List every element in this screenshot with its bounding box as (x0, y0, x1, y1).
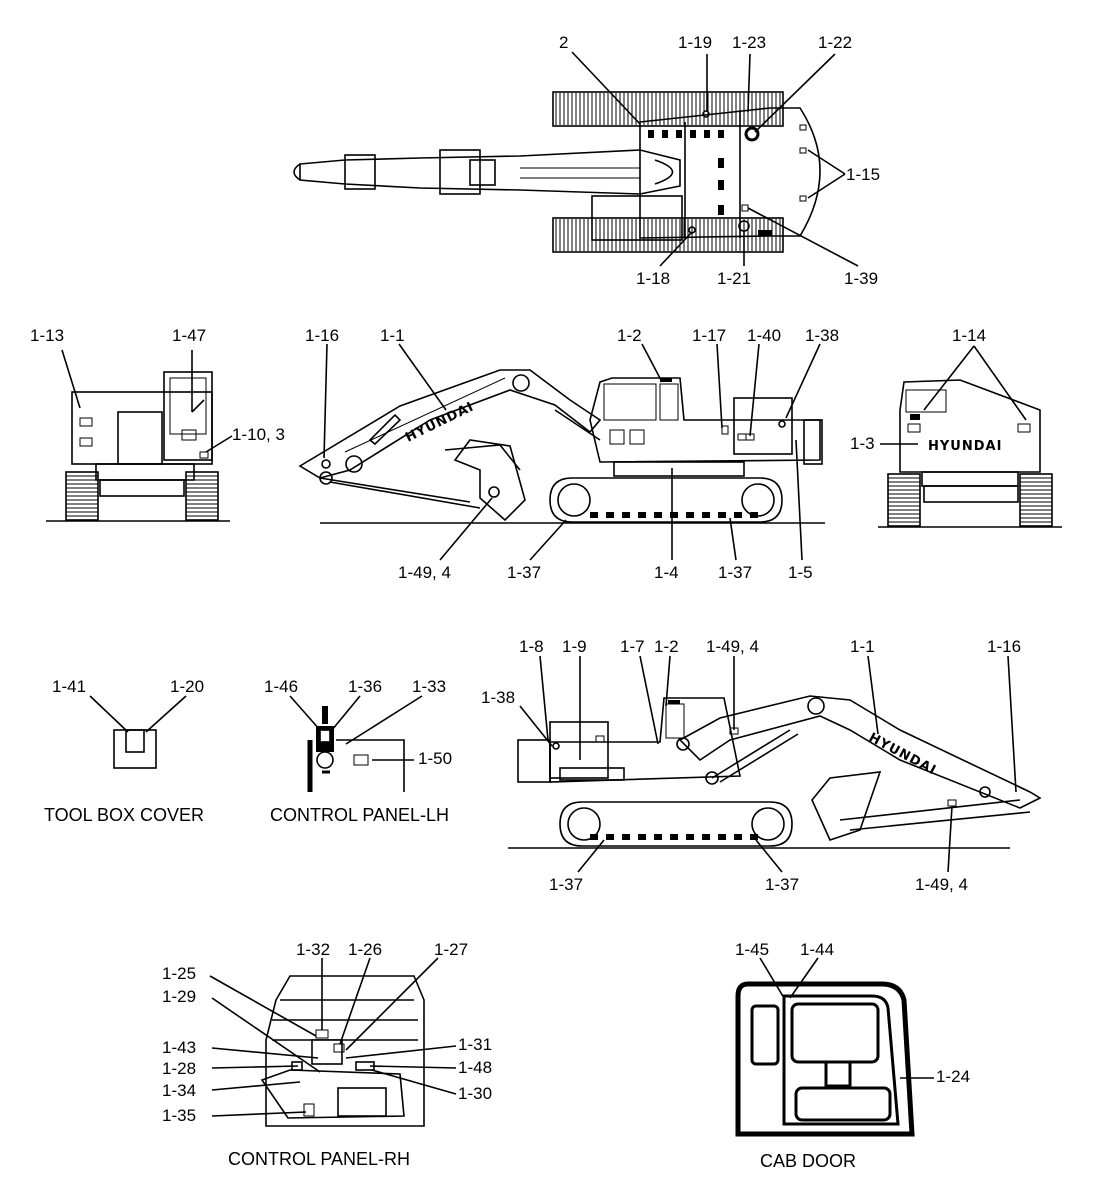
right-leaders (519, 655, 1017, 873)
callout-1-25: 1-25 (162, 964, 196, 983)
callout-1-20: 1-20 (170, 677, 204, 696)
callout-1-26: 1-26 (348, 940, 382, 959)
cab-door-detail: 1-45 1-44 1-24 CAB DOOR (735, 940, 970, 1171)
callout-1-31: 1-31 (458, 1035, 492, 1054)
callout-1-13: 1-13 (30, 326, 64, 345)
callout-1-37: 1-37 (549, 875, 583, 894)
top-leaders (571, 51, 859, 267)
rh-leaders (209, 957, 457, 1117)
callout-1-16: 1-16 (987, 637, 1021, 656)
front-view: 1-13 1-47 1-10, 3 (30, 326, 285, 522)
control-panel-lh-detail: 1-46 1-36 1-33 1-50 CONTROL PANEL-LH (264, 677, 452, 825)
callout-1-29: 1-29 (162, 987, 196, 1006)
side-view-right: HYUNDAI 1-8 1-9 1-7 1-2 1-49, 4 1-1 1-16… (481, 637, 1042, 894)
callout-1-37: 1-37 (507, 563, 541, 582)
callout-1-3: 1-3 (850, 434, 875, 453)
boom-side: HYUNDAI (298, 369, 602, 522)
callout-1-28: 1-28 (162, 1059, 196, 1078)
callout-1-22: 1-22 (818, 33, 852, 52)
top-view: 2 1-19 1-23 1-22 1-15 1-18 1-21 1-39 (293, 33, 880, 288)
callout-1-38: 1-38 (481, 688, 515, 707)
side-view-left: HYUNDAI 1-16 1-1 1-2 1-17 1-40 1-38 1-49… (298, 326, 839, 582)
boom-right-hyundai-lettering: HYUNDAI (866, 730, 939, 778)
callout-1-16: 1-16 (305, 326, 339, 345)
boom-side-right: HYUNDAI (676, 695, 1042, 841)
rear-view: HYUNDAI 1-14 1-3 (850, 326, 1062, 528)
callout-1-5: 1-5 (788, 563, 813, 582)
callout-1-49-4: 1-49, 4 (915, 875, 968, 894)
cab-door-caption: CAB DOOR (760, 1151, 856, 1171)
callout-1-14: 1-14 (952, 326, 986, 345)
control-panel-lh-caption: CONTROL PANEL-LH (270, 805, 449, 825)
callout-1-24: 1-24 (936, 1067, 970, 1086)
callout-1-1: 1-1 (380, 326, 405, 345)
callout-1-1: 1-1 (850, 637, 875, 656)
callout-1-35: 1-35 (162, 1106, 196, 1125)
callout-1-23: 1-23 (732, 33, 766, 52)
callout-1-18: 1-18 (636, 269, 670, 288)
callout-1-32: 1-32 (296, 940, 330, 959)
callout-1-21: 1-21 (717, 269, 751, 288)
upper-structure-side (589, 377, 823, 477)
upper-structure-top (591, 107, 821, 241)
callout-1-47: 1-47 (172, 326, 206, 345)
callout-2: 2 (559, 33, 568, 52)
callout-1-30: 1-30 (458, 1084, 492, 1103)
callout-1-50: 1-50 (418, 749, 452, 768)
control-panel-rh-caption: CONTROL PANEL-RH (228, 1149, 410, 1169)
boom-top (293, 149, 681, 195)
callout-1-17: 1-17 (692, 326, 726, 345)
callout-1-46: 1-46 (264, 677, 298, 696)
callout-1-49-4: 1-49, 4 (706, 637, 759, 656)
tool-box-cover-detail: 1-41 1-20 TOOL BOX COVER (44, 677, 204, 825)
callout-1-2: 1-2 (654, 637, 679, 656)
callout-1-45: 1-45 (735, 940, 769, 959)
callout-1-48: 1-48 (458, 1058, 492, 1077)
track-side-right (559, 801, 793, 847)
callout-1-19: 1-19 (678, 33, 712, 52)
callout-1-36: 1-36 (348, 677, 382, 696)
callout-1-40: 1-40 (747, 326, 781, 345)
callout-1-7: 1-7 (620, 637, 645, 656)
callout-1-10-3: 1-10, 3 (232, 425, 285, 444)
tool-box-cover-caption: TOOL BOX COVER (44, 805, 204, 825)
callout-1-2: 1-2 (617, 326, 642, 345)
callout-1-33: 1-33 (412, 677, 446, 696)
callout-1-37: 1-37 (718, 563, 752, 582)
callout-1-41: 1-41 (52, 677, 86, 696)
side-leaders (323, 343, 821, 561)
callout-1-43: 1-43 (162, 1038, 196, 1057)
track-side (549, 477, 783, 523)
callout-1-44: 1-44 (800, 940, 834, 959)
boom-hyundai-lettering: HYUNDAI (403, 399, 476, 445)
callout-1-49-4: 1-49, 4 (398, 563, 451, 582)
callout-1-4: 1-4 (654, 563, 679, 582)
callout-1-27: 1-27 (434, 940, 468, 959)
callout-1-34: 1-34 (162, 1081, 196, 1100)
counterweight-hyundai-lettering: HYUNDAI (928, 439, 1002, 454)
callout-1-8: 1-8 (519, 637, 544, 656)
control-panel-rh-detail: 1-32 1-26 1-27 1-25 1-29 1-43 1-28 1-34 … (162, 940, 492, 1169)
callout-1-37: 1-37 (765, 875, 799, 894)
callout-1-38: 1-38 (805, 326, 839, 345)
callout-1-9: 1-9 (562, 637, 587, 656)
upper-structure-side-right (517, 697, 741, 783)
callout-1-39: 1-39 (844, 269, 878, 288)
callout-1-15: 1-15 (846, 165, 880, 184)
